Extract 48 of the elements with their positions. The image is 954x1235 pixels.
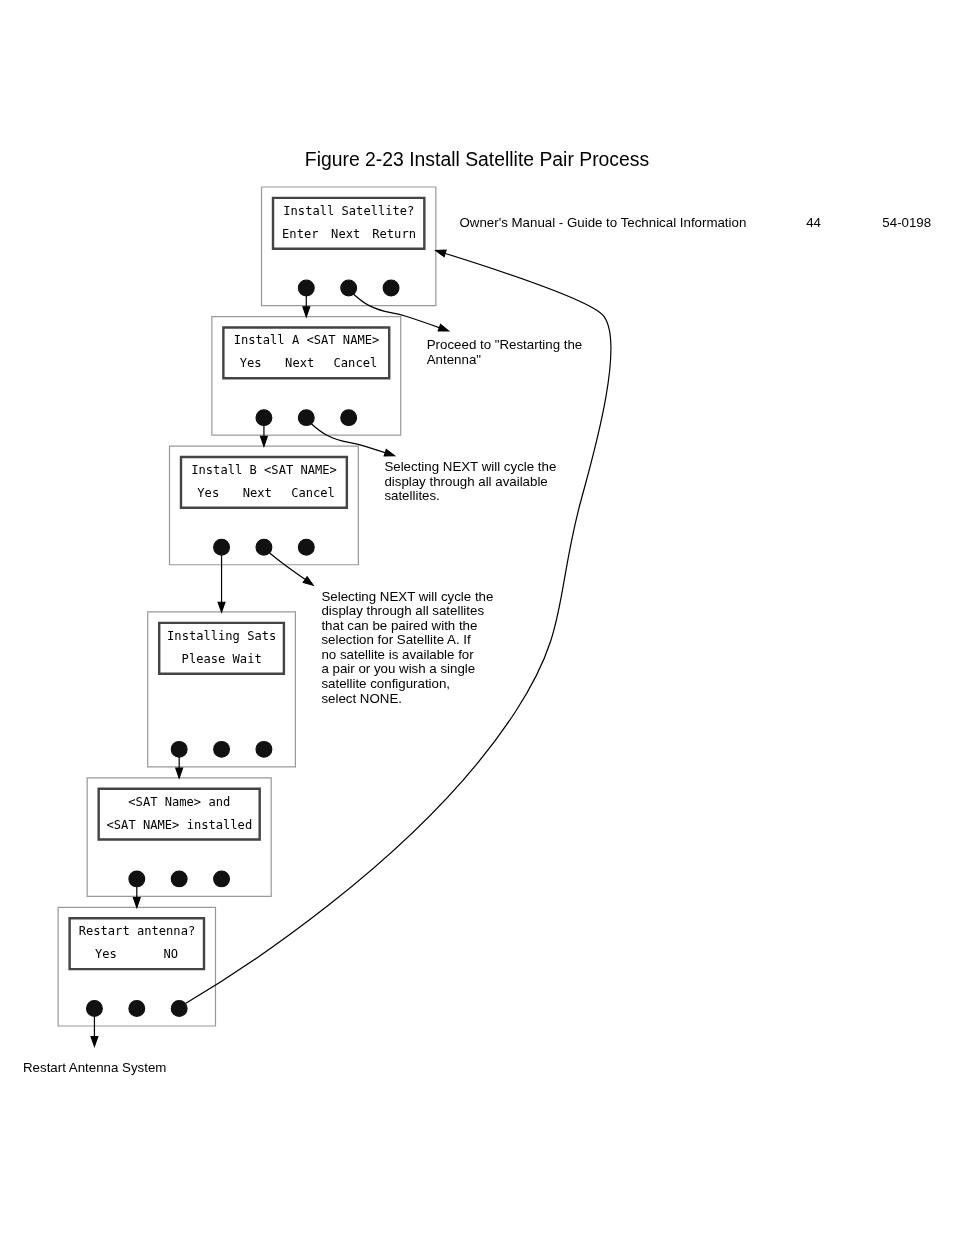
node-circle <box>382 279 400 297</box>
node-box: Restart antenna? Yes NO <box>68 916 206 970</box>
node-text: Restart Antenna System <box>23 1059 167 1075</box>
node-circle <box>213 869 231 887</box>
arrow <box>90 1015 99 1048</box>
node-circle <box>340 279 358 297</box>
cluster <box>86 776 272 897</box>
node-circle <box>213 538 231 556</box>
arrow <box>310 422 397 457</box>
cluster <box>57 906 217 1027</box>
diagram-title: Figure 2-23 Install Satellite Pair Process <box>304 147 650 170</box>
label: Owner's Manual - Guide to Technical Information <box>459 214 747 230</box>
label: 54-0198 <box>882 214 932 230</box>
cluster <box>260 185 437 306</box>
node-text: Proceed to "Restarting the Antenna" <box>426 336 583 367</box>
node-box: Install Satellite? Enter Next Return <box>271 196 426 250</box>
node-circle <box>85 999 103 1017</box>
arrow <box>259 424 269 448</box>
node-circle <box>255 408 273 426</box>
node-circle <box>170 869 188 887</box>
cluster <box>147 610 296 767</box>
node-circle <box>297 408 315 426</box>
arrow <box>174 756 184 780</box>
arrow <box>353 293 451 332</box>
node-circle <box>255 740 273 758</box>
node-box: <SAT Name> and <SAT NAME> installed <box>97 787 261 841</box>
cluster <box>211 315 402 436</box>
node-circle <box>255 538 273 556</box>
node-box: Install B <SAT NAME> Yes Next Cancel <box>179 455 349 509</box>
node-circle <box>297 538 315 556</box>
arrow <box>302 294 311 318</box>
node-circle <box>170 999 188 1017</box>
node-box: Installing Sats Please Wait <box>158 621 286 675</box>
arrow <box>217 554 226 614</box>
cluster <box>168 445 359 565</box>
node-circle <box>128 869 146 887</box>
node-circle <box>128 999 146 1017</box>
node-text: Selecting NEXT will cycle the display through all available satellites. <box>384 458 557 503</box>
node-circle <box>297 279 315 297</box>
arrow <box>269 551 315 586</box>
node-circle <box>170 740 188 758</box>
node-circle <box>340 408 358 426</box>
arrow <box>132 885 142 909</box>
arrow <box>185 249 612 1004</box>
node-text: Selecting NEXT will cycle the display through all satellites that can be paired with the selection for Satellite A. If no satellite is available for a pair or you wish a single satellite configuration, select NONE. <box>321 588 494 705</box>
node-box: Install A <SAT NAME> Yes Next Cancel <box>222 325 391 379</box>
label: 44 <box>806 214 821 230</box>
node-circle <box>213 740 231 758</box>
